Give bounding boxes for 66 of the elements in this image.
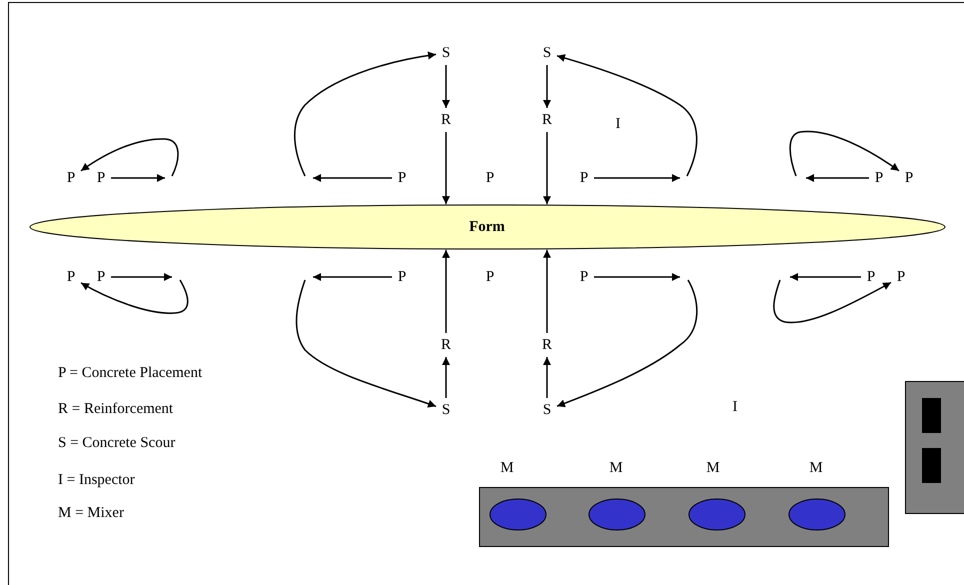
legend-text: S = Concrete Scour: [58, 434, 176, 452]
arrow: [442, 250, 450, 333]
crew-letter: P: [482, 267, 498, 287]
crew-letter: R: [539, 335, 555, 355]
curved-arrow: [294, 52, 436, 176]
crew-letter: P: [893, 267, 909, 287]
curved-arrow: [80, 138, 179, 176]
crew-letter: P: [63, 168, 79, 188]
crew-letter: S: [539, 43, 555, 63]
crew-letter: P: [93, 168, 109, 188]
form-ellipse: Form: [28, 204, 946, 250]
arrow: [594, 174, 680, 182]
curved-arrow: [556, 54, 698, 176]
arrow: [442, 132, 450, 204]
arrow: [442, 357, 450, 398]
crew-letter: S: [438, 43, 454, 63]
arrow: [111, 174, 165, 182]
curved-arrow: [789, 130, 900, 176]
crew-letter: S: [539, 400, 555, 420]
equipment-slot: [922, 398, 940, 432]
legend-text: I = Inspector: [58, 471, 135, 489]
arrow: [543, 357, 551, 398]
mixer-label: M: [499, 459, 515, 478]
crew-letter: P: [871, 168, 887, 188]
crew-letter: P: [93, 267, 109, 287]
mixer-ellipse: [788, 498, 846, 530]
arrow: [543, 132, 551, 204]
crew-letter: I: [612, 114, 624, 134]
arrow: [442, 65, 450, 108]
arrow: [806, 174, 869, 182]
crew-letter: R: [438, 110, 454, 130]
arrow: [790, 273, 861, 281]
arrow: [543, 65, 551, 108]
mixer-label: M: [608, 459, 624, 478]
equipment-stand: [905, 380, 964, 514]
crew-letter: P: [901, 168, 917, 188]
mixer-ellipse: [688, 498, 746, 530]
crew-letter: P: [482, 168, 498, 188]
curved-arrow: [773, 280, 892, 324]
legend-text: P = Concrete Placement: [58, 364, 202, 382]
legend-text: R = Reinforcement: [58, 400, 174, 418]
crew-letter: R: [438, 335, 454, 355]
equipment-slot: [922, 448, 940, 482]
crew-letter: P: [576, 168, 592, 188]
crew-letter: P: [394, 168, 410, 188]
mixer-label: M: [808, 459, 824, 478]
crew-letter: P: [576, 267, 592, 287]
curved-arrow: [556, 280, 698, 408]
legend-text: M = Mixer: [58, 504, 124, 522]
curved-arrow: [296, 280, 436, 408]
mixer-ellipse: [588, 498, 646, 530]
curved-arrow: [80, 280, 188, 314]
crew-letter: S: [438, 400, 454, 420]
crew-letter: P: [394, 267, 410, 287]
crew-letter: I: [729, 397, 741, 417]
arrow: [313, 273, 392, 281]
mixer-label: M: [705, 459, 721, 478]
arrow: [543, 250, 551, 333]
crew-letter: P: [63, 267, 79, 287]
crew-letter: R: [539, 110, 555, 130]
arrow: [594, 273, 680, 281]
arrow: [313, 174, 392, 182]
crew-letter: P: [863, 267, 879, 287]
arrow: [111, 273, 172, 281]
mixer-platform: [479, 487, 889, 547]
mixer-ellipse: [489, 498, 547, 530]
